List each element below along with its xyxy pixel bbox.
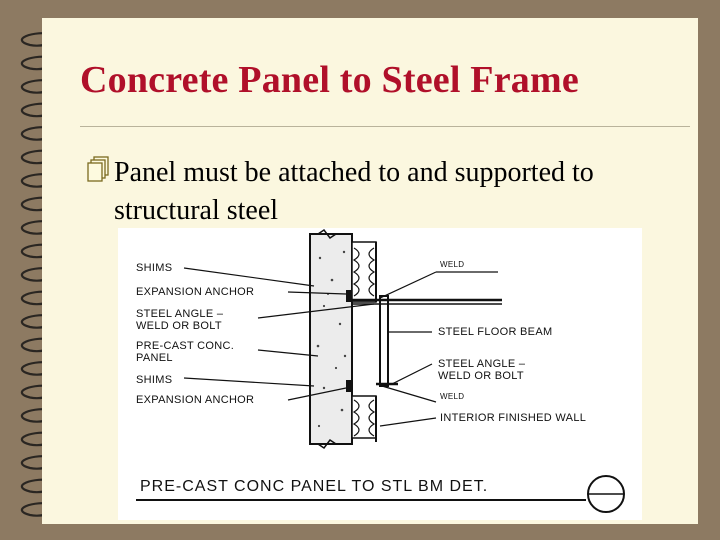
label-precast-2: PANEL <box>136 352 173 364</box>
label-expansion-anchor-bottom: EXPANSION ANCHOR <box>136 394 255 406</box>
label-steel-angle-right-2: WELD OR BOLT <box>438 370 524 382</box>
label-steel-angle-right-1: STEEL ANGLE – <box>438 358 526 370</box>
label-interior-wall: INTERIOR FINISHED WALL <box>440 412 587 424</box>
detail-linework <box>136 228 625 513</box>
slide-title: Concrete Panel to Steel Frame <box>80 59 579 101</box>
pages-icon <box>87 156 109 182</box>
label-steel-angle-left-2: WELD OR BOLT <box>136 320 222 332</box>
label-expansion-anchor-top: EXPANSION ANCHOR <box>136 286 255 298</box>
title-divider <box>80 126 690 127</box>
label-steel-floor-beam: STEEL FLOOR BEAM <box>438 326 553 338</box>
label-precast-1: PRE-CAST CONC. <box>136 340 235 352</box>
label-weld-top: WELD <box>440 260 465 269</box>
drawing-caption: PRE-CAST CONC PANEL TO STL BM DET. <box>140 478 489 495</box>
label-weld-bottom: WELD <box>440 392 465 401</box>
detail-drawing: SHIMS EXPANSION ANCHOR STEEL ANGLE – WEL… <box>118 228 642 520</box>
label-steel-angle-left-1: STEEL ANGLE – <box>136 308 224 320</box>
bullet-text: Panel must be attached to and supported … <box>114 157 594 226</box>
label-shims-top: SHIMS <box>136 262 173 274</box>
label-shims-bottom: SHIMS <box>136 374 173 386</box>
